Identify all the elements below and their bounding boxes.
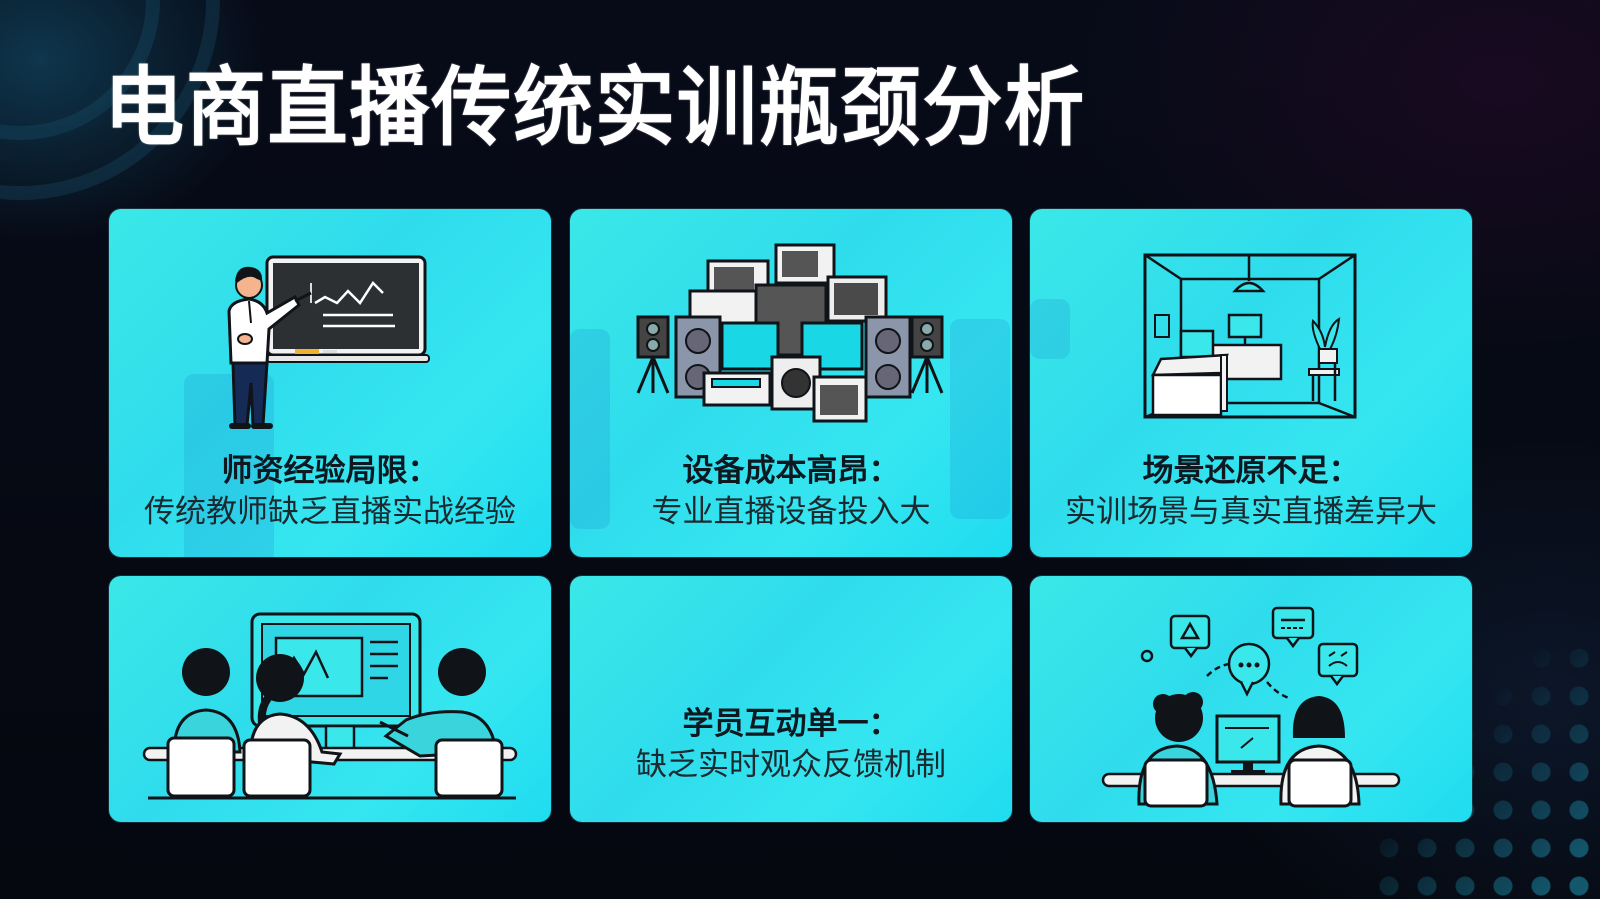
teacher-blackboard-illustration xyxy=(109,253,551,433)
students-icon xyxy=(142,612,518,800)
card-text: 师资经验局限： 传统教师缺乏直播实战经验 xyxy=(109,451,551,533)
card-heading: 师资经验局限： xyxy=(221,453,439,489)
card-text: 学员互动单一： 缺乏实时观众反馈机制 xyxy=(570,704,1012,786)
room-icon xyxy=(1143,253,1357,419)
card-heading: 学员互动单一： xyxy=(682,706,900,742)
watermark xyxy=(570,329,610,529)
card-heading: 设备成本高昂： xyxy=(682,453,900,489)
bottleneck-grid: 师资经验局限： 传统教师缺乏直播实战经验 xyxy=(109,209,1503,839)
card-teacher-experience: 师资经验局限： 传统教师缺乏直播实战经验 xyxy=(109,209,551,557)
equipment-illustration xyxy=(570,243,1012,423)
card-students-screen xyxy=(109,576,551,822)
card-description: 缺乏实时观众反馈机制 xyxy=(636,747,946,783)
chat-feedback-illustration xyxy=(1030,598,1472,808)
card-description: 专业直播设备投入大 xyxy=(651,494,931,530)
students-screen-illustration xyxy=(109,612,551,802)
card-chat-feedback xyxy=(1030,576,1472,822)
equipment-icon xyxy=(636,243,944,423)
card-text: 设备成本高昂： 专业直播设备投入大 xyxy=(570,451,1012,533)
teacher-icon xyxy=(227,255,430,429)
card-text: 场景还原不足： 实训场景与真实直播差异大 xyxy=(1030,451,1472,533)
card-scene-realism: 场景还原不足： 实训场景与真实直播差异大 xyxy=(1030,209,1472,557)
chat-bubbles-icon xyxy=(1101,606,1401,808)
watermark xyxy=(1030,299,1070,359)
slide-title: 电商直播传统实训瓶颈分析 xyxy=(104,58,1087,158)
card-description: 传统教师缺乏直播实战经验 xyxy=(144,494,516,530)
card-description: 实训场景与真实直播差异大 xyxy=(1065,494,1437,530)
watermark xyxy=(950,319,1010,519)
card-heading: 场景还原不足： xyxy=(1142,453,1360,489)
room-scene-illustration xyxy=(1030,251,1472,421)
card-student-interaction: 学员互动单一： 缺乏实时观众反馈机制 xyxy=(570,576,1012,822)
card-equipment-cost: 设备成本高昂： 专业直播设备投入大 xyxy=(570,209,1012,557)
